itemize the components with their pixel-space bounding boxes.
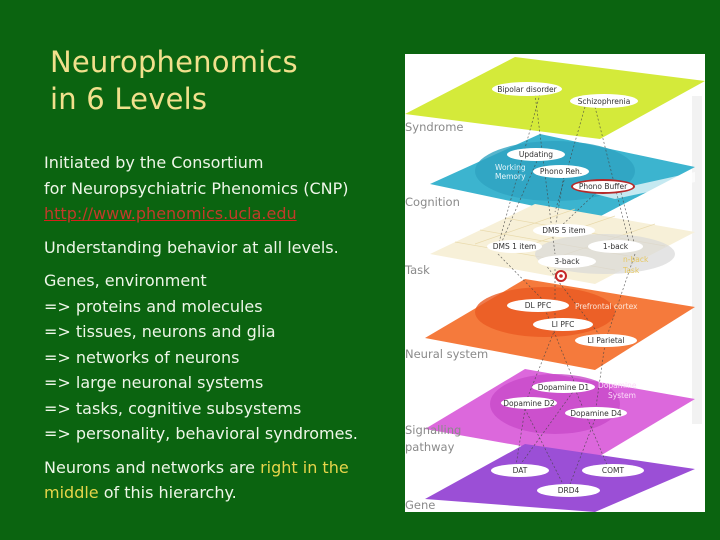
title-line-1: Neurophenomics	[50, 45, 298, 79]
conclusion-highlight: right in the	[260, 457, 349, 477]
node-comt: COMT	[582, 464, 644, 477]
slide-body: Initiated by the Consortium for Neuropsy…	[44, 150, 384, 514]
intro-line-2: for Neuropsychiatric Phenomics (CNP)	[44, 178, 349, 198]
tag-prefrontal: Prefrontal cortex	[575, 302, 638, 311]
node-dms1: DMS 1 item	[487, 240, 542, 253]
cnp-link[interactable]: http://www.phenomics.ucla.edu	[44, 204, 297, 223]
node-dopamine-d4: Dopamine D4	[565, 407, 627, 419]
node-dlpfc: DL PFC	[507, 299, 569, 312]
node-phono-buffer: Phono Buffer	[571, 179, 635, 194]
level-label-signalling: Signalling	[405, 423, 462, 437]
node-schizophrenia: Schizophrenia	[570, 94, 638, 108]
hierarchy-item: => tasks, cognitive subsystems	[44, 398, 302, 418]
level-label-cognition: Cognition	[405, 195, 460, 209]
node-updating: Updating	[507, 148, 565, 161]
level-label-pathway: pathway	[405, 440, 455, 454]
hierarchy-item: => networks of neurons	[44, 347, 240, 367]
title-line-2: in 6 Levels	[50, 82, 208, 116]
tag-task: Task	[623, 266, 640, 275]
node-bipolar: Bipolar disorder	[492, 82, 562, 96]
intro-paragraph: Initiated by the Consortium for Neuropsy…	[44, 150, 384, 227]
understanding-paragraph: Understanding behavior at all levels.	[44, 235, 384, 261]
node-lipfc: LI PFC	[533, 318, 593, 331]
node-phono-reh: Phono Reh.	[533, 165, 589, 178]
tag-system: System	[608, 391, 636, 400]
node-drd4: DRD4	[537, 484, 600, 497]
hierarchy-item: => large neuronal systems	[44, 373, 264, 392]
node-liparietal: LI Parietal	[575, 334, 637, 347]
tag-dopamine: Dopamine	[598, 381, 637, 390]
conclusion-highlight: middle	[44, 483, 99, 502]
level-label-gene: Gene	[405, 498, 436, 512]
node-dat: DAT	[491, 464, 549, 477]
conclusion-text: of this hierarchy.	[98, 483, 237, 502]
node-dms5: DMS 5 item	[533, 224, 595, 237]
hierarchy-item: => personality, behavioral syndromes.	[44, 424, 358, 443]
tag-memory: Memory	[495, 172, 526, 181]
tag-working: Working	[495, 163, 526, 172]
level-label-task: Task	[405, 263, 430, 277]
conclusion-paragraph: Neurons and networks are right in the mi…	[44, 455, 384, 506]
slide-title: Neurophenomics in 6 Levels	[50, 44, 298, 118]
level-label-syndrome: Syndrome	[405, 120, 464, 134]
node-dopamine-d1: Dopamine D1	[532, 381, 595, 393]
conclusion-text: Neurons and networks are	[44, 457, 261, 477]
hierarchy-item: Genes, environment	[44, 271, 207, 290]
node-3back: 3-back	[538, 255, 596, 268]
intro-line-1: Initiated by the Consortium	[44, 153, 264, 172]
node-1back: 1-back	[588, 240, 643, 253]
tag-nback: n-back	[623, 255, 649, 264]
node-dopamine-d2: Dopamine D2	[501, 397, 557, 409]
hierarchy-list: Genes, environment => proteins and molec…	[44, 268, 384, 447]
level-label-neural: Neural system	[405, 347, 489, 361]
hierarchy-item: => proteins and molecules	[44, 296, 263, 316]
hierarchy-item: => tissues, neurons and glia	[44, 322, 276, 341]
syndrome-plane	[405, 57, 705, 139]
levels-diagram: Syndrome Cognition Task Neural system Si…	[405, 54, 705, 512]
understanding-line: Understanding behavior at all levels.	[44, 237, 339, 257]
